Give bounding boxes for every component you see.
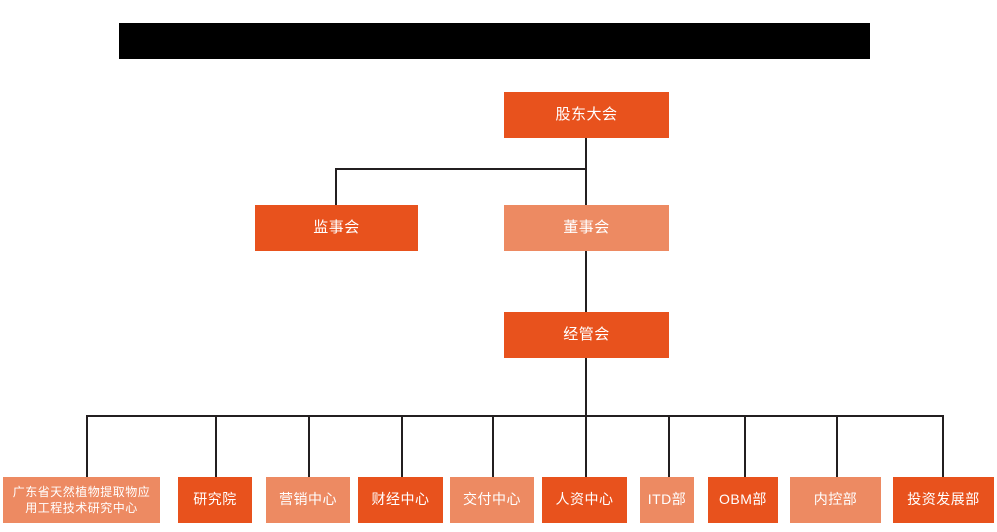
- node-delivery-center[interactable]: 交付中心: [450, 477, 534, 523]
- node-guangdong-research-center[interactable]: 广东省天然植物提取物应用工程技术研究中心: [3, 477, 160, 523]
- node-itd-department-label: ITD部: [647, 491, 687, 508]
- node-finance-center-label: 财经中心: [371, 491, 430, 508]
- node-delivery-center-label: 交付中心: [463, 491, 521, 508]
- connector-directors-to-management: [585, 251, 587, 312]
- connector-management-to-dept-bus: [585, 358, 587, 416]
- connector-drop-obm-department: [744, 415, 746, 477]
- connector-drop-finance-center: [401, 415, 403, 477]
- node-marketing-center-label: 营销中心: [279, 491, 337, 508]
- connector-drop-investment-development-department: [942, 415, 944, 477]
- node-obm-department[interactable]: OBM部: [708, 477, 778, 523]
- connector-shareholders-to-bus: [585, 138, 587, 169]
- node-board-of-directors-label: 董事会: [563, 218, 610, 236]
- connector-bus-to-supervisors: [335, 168, 337, 205]
- node-shareholders-meeting-label: 股东大会: [555, 105, 618, 123]
- node-human-resources-center-label: 人资中心: [555, 491, 614, 508]
- connector-drop-human-resources-center: [585, 415, 587, 477]
- connector-level2-bus: [335, 168, 587, 170]
- redacted-title-bar: [119, 23, 870, 59]
- node-management-committee-label: 经管会: [563, 325, 610, 343]
- node-human-resources-center[interactable]: 人资中心: [542, 477, 627, 523]
- node-internal-control-department[interactable]: 内控部: [790, 477, 881, 523]
- node-research-institute-label: 研究院: [193, 491, 237, 508]
- node-shareholders-meeting[interactable]: 股东大会: [504, 92, 669, 138]
- node-board-of-supervisors[interactable]: 监事会: [255, 205, 418, 251]
- node-research-institute[interactable]: 研究院: [178, 477, 252, 523]
- node-management-committee[interactable]: 经管会: [504, 312, 669, 358]
- connector-bus-to-directors: [585, 168, 587, 205]
- node-guangdong-research-center-label: 广东省天然植物提取物应用工程技术研究中心: [12, 484, 151, 515]
- node-investment-development-department[interactable]: 投资发展部: [893, 477, 994, 523]
- node-obm-department-label: OBM部: [719, 491, 767, 508]
- connector-drop-research-institute: [215, 415, 217, 477]
- node-board-of-directors[interactable]: 董事会: [504, 205, 669, 251]
- connector-drop-delivery-center: [492, 415, 494, 477]
- connector-drop-itd-department: [668, 415, 670, 477]
- node-finance-center[interactable]: 财经中心: [358, 477, 443, 523]
- node-investment-development-department-label: 投资发展部: [907, 491, 980, 508]
- node-itd-department[interactable]: ITD部: [640, 477, 694, 523]
- node-internal-control-department-label: 内控部: [813, 491, 858, 508]
- connector-drop-guangdong-research-center: [86, 415, 88, 477]
- connector-drop-marketing-center: [308, 415, 310, 477]
- connector-department-bus: [86, 415, 944, 417]
- node-board-of-supervisors-label: 监事会: [313, 218, 360, 236]
- node-marketing-center[interactable]: 营销中心: [266, 477, 350, 523]
- connector-drop-internal-control-department: [836, 415, 838, 477]
